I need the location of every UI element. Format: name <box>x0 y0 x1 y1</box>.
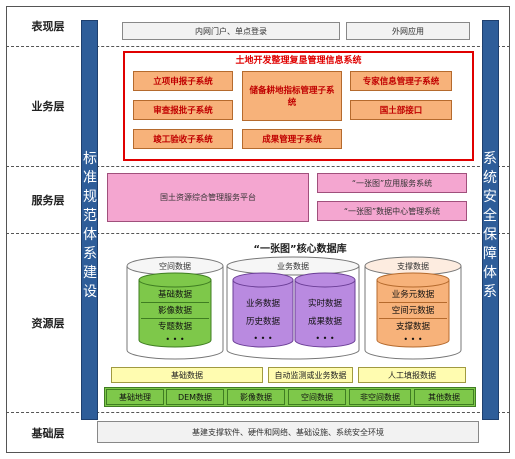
spatial-item-thematic: 专题数据 <box>157 322 192 332</box>
security-bar <box>482 20 499 420</box>
separator-service <box>6 233 510 234</box>
spatial-inner-cylinder <box>138 272 212 348</box>
business-system-title: 土地开发整理复垦管理信息系统 <box>235 55 362 66</box>
layer-label-service: 服务层 <box>31 193 65 207</box>
yizhangtu-app-box: “一张图”应用服务系统 <box>317 173 467 193</box>
diagram-frame <box>6 6 510 453</box>
support-data-title: 支撑数据 <box>397 261 429 271</box>
module-project-report: 立项申报子系统 <box>133 71 233 91</box>
module-review-approve: 审查报批子系统 <box>133 100 233 120</box>
spatial-more-dots: • • • <box>165 334 185 344</box>
support-item-business-meta: 业务元数据 <box>391 290 435 300</box>
spatial-item-divider <box>141 302 209 303</box>
layer-label-presentation: 表现层 <box>31 20 65 33</box>
business-item-realtime: 实时数据 <box>307 299 342 309</box>
base-item-spatial: 空间数据 <box>288 389 346 405</box>
spatial-outer-cylinder <box>126 256 224 360</box>
foundation-box: 基建支撑软件、硬件和网络、基础设施、系统安全环境 <box>97 421 479 443</box>
base-item-dem: DEM数据 <box>166 389 224 405</box>
spatial-data-title: 空间数据 <box>159 261 191 271</box>
separator-business <box>6 166 510 167</box>
business-inner-cylinder-left <box>232 272 294 348</box>
spatial-item-divider <box>141 318 209 319</box>
business-outer-cylinder <box>226 256 360 360</box>
yizhangtu-data-box: “一张图”数据中心管理系统 <box>317 201 467 221</box>
support-inner-cylinder <box>376 272 450 348</box>
source-monitoring-data: 自动监测或业务数据 <box>268 367 353 383</box>
external-app-box: 外网应用 <box>346 22 470 40</box>
base-item-image: 影像数据 <box>227 389 285 405</box>
layer-label-foundation: 基础层 <box>31 426 65 440</box>
business-item-business: 业务数据 <box>245 299 280 309</box>
business-item-achievement: 成果数据 <box>307 317 342 327</box>
business-more-dots-right: • • • <box>315 333 335 343</box>
module-land-interface: 国土部接口 <box>350 100 452 120</box>
layer-label-business: 业务层 <box>31 100 65 113</box>
base-item-geography: 基础地理 <box>106 389 164 405</box>
base-item-other: 其他数据 <box>414 389 474 405</box>
service-platform-box: 国土资源综合管理服务平台 <box>107 173 309 222</box>
module-reserve-index: 储备耕地指标管理子系统 <box>242 71 342 121</box>
layer-label-resource: 资源层 <box>31 316 65 330</box>
standards-bar-text: 标准规范体系建设 <box>83 151 97 300</box>
support-item-divider <box>379 302 447 303</box>
support-item-spatial-meta: 空间元数据 <box>391 306 435 316</box>
business-item-history: 历史数据 <box>245 317 280 327</box>
spatial-item-image: 影像数据 <box>157 306 192 316</box>
business-more-dots-left: • • • <box>253 333 273 343</box>
spatial-item-basic: 基础数据 <box>157 290 192 300</box>
business-data-title: 业务数据 <box>277 261 309 271</box>
support-item-divider <box>379 318 447 319</box>
module-achievement: 成果管理子系统 <box>242 129 342 149</box>
source-basic-data: 基础数据 <box>111 367 263 383</box>
support-more-dots: • • • <box>403 334 423 344</box>
portal-box: 内网门户、单点登录 <box>122 22 340 40</box>
base-item-nonspatial: 非空间数据 <box>349 389 411 405</box>
security-bar-text: 系统安全保障体系 <box>483 151 497 300</box>
source-manual-data: 人工填报数据 <box>358 367 466 383</box>
module-expert: 专家信息管理子系统 <box>350 71 452 91</box>
support-outer-cylinder <box>364 256 462 360</box>
business-inner-cylinder-right <box>294 272 356 348</box>
separator-presentation <box>6 46 510 47</box>
module-acceptance: 竣工验收子系统 <box>133 129 233 149</box>
separator-resource <box>6 412 510 413</box>
standards-bar <box>81 20 98 420</box>
support-item-support: 支撑数据 <box>395 322 430 332</box>
core-db-title: “一张图”核心数据库 <box>253 243 347 255</box>
